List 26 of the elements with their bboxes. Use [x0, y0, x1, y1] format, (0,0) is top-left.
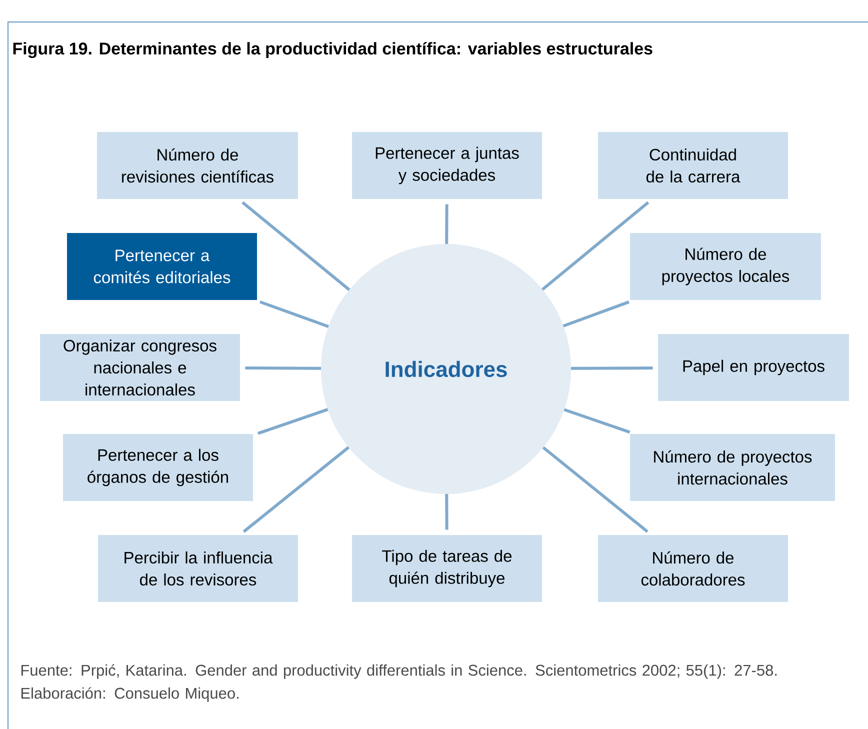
indicator-box: Número de revisiones científicas — [97, 132, 298, 199]
connector-line — [540, 201, 650, 292]
connector-line — [445, 204, 448, 245]
source-caption: Fuente: Prpić, Katarina. Gender and productivity differentials in Science. Scientometrics 2002; 55(1): 27-58. Elaboración: Consuelo Miqueo. — [21, 664, 777, 702]
connector-line — [260, 300, 330, 328]
connector-line — [445, 493, 448, 530]
connector-line — [257, 408, 329, 435]
connector-line — [570, 366, 653, 370]
figure-title: Figura 19. Determinantes de la productividad científica: variables estructurales — [13, 42, 652, 58]
indicator-box: Organizar congresos nacionales e internacionales — [40, 334, 240, 401]
indicator-box: Percibir la influencia de los revisores — [98, 535, 298, 602]
connector-line — [562, 408, 630, 434]
connector-line — [245, 366, 322, 370]
indicator-box: Pertenecer a juntas y sociedades — [352, 132, 542, 199]
connector-line — [562, 300, 630, 328]
connector-line — [242, 201, 351, 292]
indicator-box: Continuidad de la carrera — [598, 132, 788, 199]
indicator-box: Pertenecer a comités editoriales — [67, 233, 257, 300]
indicator-box: Número de proyectos internacionales — [630, 434, 835, 501]
indicator-box: Número de proyectos locales — [630, 233, 821, 300]
indicator-box: Papel en proyectos — [658, 334, 849, 401]
indicator-box: Pertenecer a los órganos de gestión — [63, 434, 253, 501]
indicator-box: Número de colaboradores — [598, 535, 788, 602]
connector-line — [242, 446, 350, 533]
indicator-box: Tipo de tareas de quién distribuye — [352, 535, 542, 602]
connector-line — [542, 446, 648, 533]
